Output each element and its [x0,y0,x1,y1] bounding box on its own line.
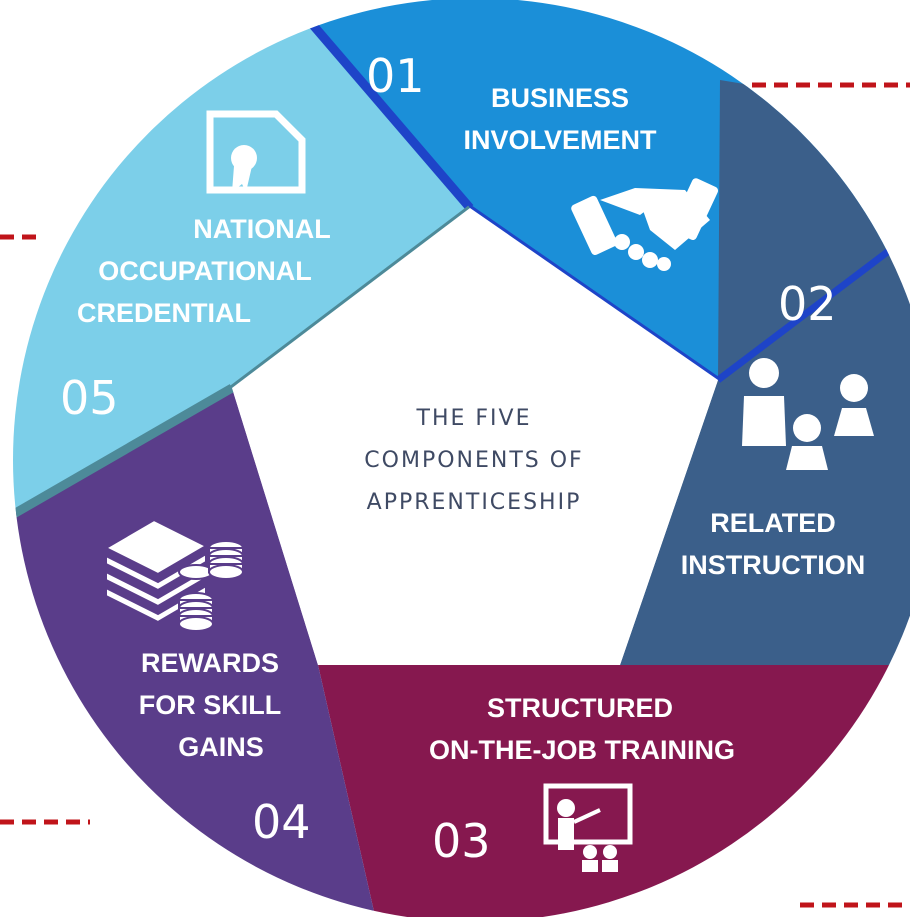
divider-05-04 [13,384,235,549]
certificate-icon [206,110,306,194]
divider-01-05 [236,0,474,211]
divider-01-02 [715,247,893,383]
segment-04-title-line-1: REWARDS [141,648,279,678]
segment-01-title-line-2: INVOLVEMENT [463,125,657,155]
segment-03-number: 03 [432,814,491,868]
handshake-icon [571,178,719,271]
segment-05-number: 05 [60,371,119,425]
segment-02-number: 02 [778,277,837,331]
people-group-icon [742,358,874,470]
segment-01-number: 01 [366,49,425,103]
money-stack-coins-icon [103,518,244,632]
segment-02-title-line-2: INSTRUCTION [681,550,866,580]
segment-03-title-line-1: STRUCTURED [487,693,673,723]
segment-03-title-line-2: ON-THE-JOB TRAINING [429,735,735,765]
segment-05-title-line-1: NATIONAL [193,214,330,244]
presentation-teacher-icon [543,783,633,872]
center-title-line-2: COMPONENTS OF [364,448,583,473]
center-pentagon [232,208,718,665]
segment-05-title-line-3: CREDENTIAL [77,298,251,328]
center-title-line-1: THE FIVE [416,406,532,431]
segment-04-title-line-2: FOR SKILL [139,690,282,720]
center-title-line-3: APPRENTICESHIP [367,490,582,515]
segment-05-title-line-2: OCCUPATIONAL [98,256,311,286]
segment-04-title-line-3: GAINS [178,732,264,762]
segment-01-title-line-1: BUSINESS [491,83,629,113]
segment-04-number: 04 [252,795,311,849]
segment-02-title-line-1: RELATED [710,508,836,538]
